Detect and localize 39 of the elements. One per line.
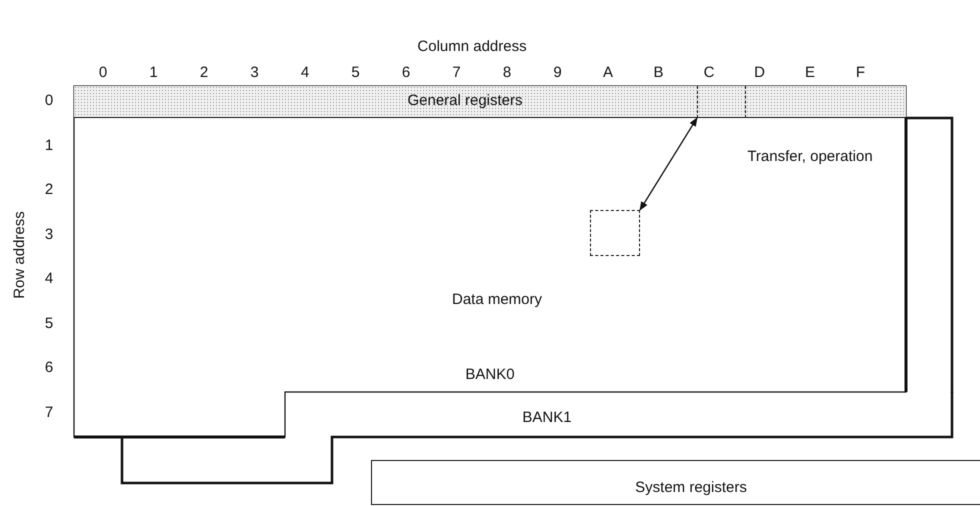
- band-label: General registers: [407, 92, 523, 110]
- row-number: 0: [44, 92, 54, 110]
- register-band: [74, 86, 906, 118]
- row-number: 4: [44, 270, 54, 288]
- region-label: Data memory: [452, 292, 542, 308]
- column-number: 1: [149, 64, 158, 82]
- column-number: E: [805, 64, 815, 82]
- register-box: [371, 460, 980, 505]
- column-number: 6: [402, 64, 410, 82]
- edge-label: Transfer, operation: [747, 148, 873, 166]
- row-number: 2: [44, 182, 54, 198]
- column-number: 0: [98, 64, 108, 82]
- row-number: 6: [44, 360, 54, 376]
- box-label: System registers: [635, 480, 747, 496]
- bank-label: BANK1: [522, 410, 572, 426]
- column-number: 7: [452, 64, 461, 82]
- register-cell: [697, 86, 746, 118]
- column-number: 5: [351, 64, 360, 82]
- row-number: 7: [44, 404, 54, 421]
- row-number: 5: [44, 315, 54, 332]
- column-number: 4: [300, 64, 310, 82]
- axis-title: Row address: [12, 211, 28, 299]
- row-number: 1: [44, 137, 54, 154]
- column-number: 9: [553, 64, 562, 82]
- column-number: 3: [250, 64, 259, 82]
- column-number: D: [754, 64, 765, 82]
- column-number: 2: [200, 64, 208, 82]
- column-number: B: [654, 64, 664, 82]
- column-number: F: [856, 64, 866, 82]
- column-number: 8: [502, 64, 512, 82]
- memory-cell: [590, 210, 640, 256]
- bank-outline: [74, 86, 906, 437]
- column-number: C: [704, 64, 714, 82]
- row-number: 3: [44, 226, 54, 243]
- axis-title: Column address: [417, 38, 527, 56]
- bank-label: BANK0: [465, 366, 515, 384]
- double-arrow: [639, 117, 698, 211]
- column-number: A: [603, 64, 613, 82]
- bank-outline: [122, 392, 952, 483]
